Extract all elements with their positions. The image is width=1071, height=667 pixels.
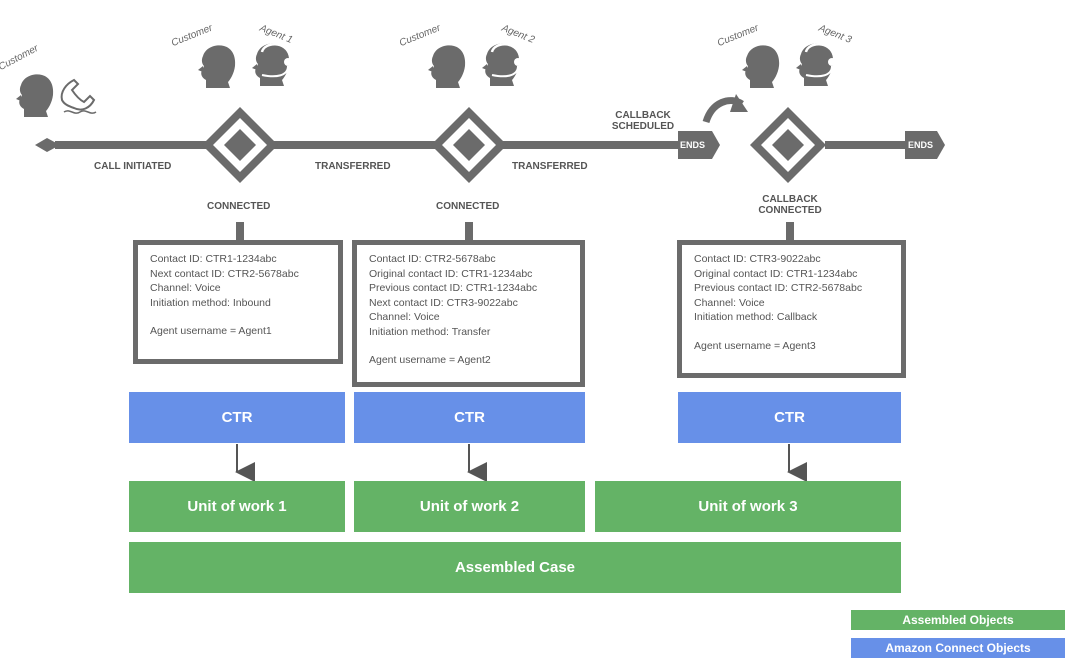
unit-of-work-3: Unit of work 3 — [595, 481, 901, 532]
ends-label: ENDS — [908, 140, 934, 150]
legend-amazon-connect-objects: Amazon Connect Objects — [851, 638, 1065, 658]
contact-info-box-3: Contact ID: CTR3-9022abc Original contac… — [677, 240, 906, 378]
unit-of-work-1: Unit of work 1 — [129, 481, 345, 532]
ends-marker-1 — [678, 131, 720, 159]
agent-headset-icon — [480, 42, 524, 88]
agent-headset-icon — [794, 42, 838, 88]
connected-label: CONNECTED — [436, 201, 500, 212]
assembled-case: Assembled Case — [129, 542, 901, 593]
ctr-box-2: CTR — [354, 392, 585, 443]
ends-marker-2 — [905, 131, 945, 159]
contact-info-box-1: Contact ID: CTR1-1234abc Next contact ID… — [133, 240, 343, 364]
call-initiated-label: CALL INITIATED — [94, 161, 172, 172]
connected-label: CONNECTED — [207, 201, 271, 212]
ends-label: ENDS — [680, 140, 706, 150]
customer-head-icon — [428, 45, 466, 88]
transferred-label: TRANSFERRED — [315, 161, 391, 172]
diamond-node-icon — [750, 107, 826, 183]
contact-info-box-2: Contact ID: CTR2-5678abc Original contac… — [352, 240, 585, 387]
start-diamond-icon — [35, 138, 60, 152]
diamond-node-icon — [202, 107, 278, 183]
phone-icon — [60, 78, 97, 114]
customer-head-icon — [16, 74, 54, 117]
customer-head-icon — [742, 45, 780, 88]
ctr-box-3: CTR — [678, 392, 901, 443]
customer-head-icon — [198, 45, 236, 88]
legend-assembled-objects: Assembled Objects — [851, 610, 1065, 630]
transferred-label: TRANSFERRED — [512, 161, 588, 172]
ctr-box-1: CTR — [129, 392, 345, 443]
agent-headset-icon — [250, 42, 294, 88]
diamond-node-icon — [431, 107, 507, 183]
unit-of-work-2: Unit of work 2 — [354, 481, 585, 532]
timeline-line — [35, 131, 945, 159]
